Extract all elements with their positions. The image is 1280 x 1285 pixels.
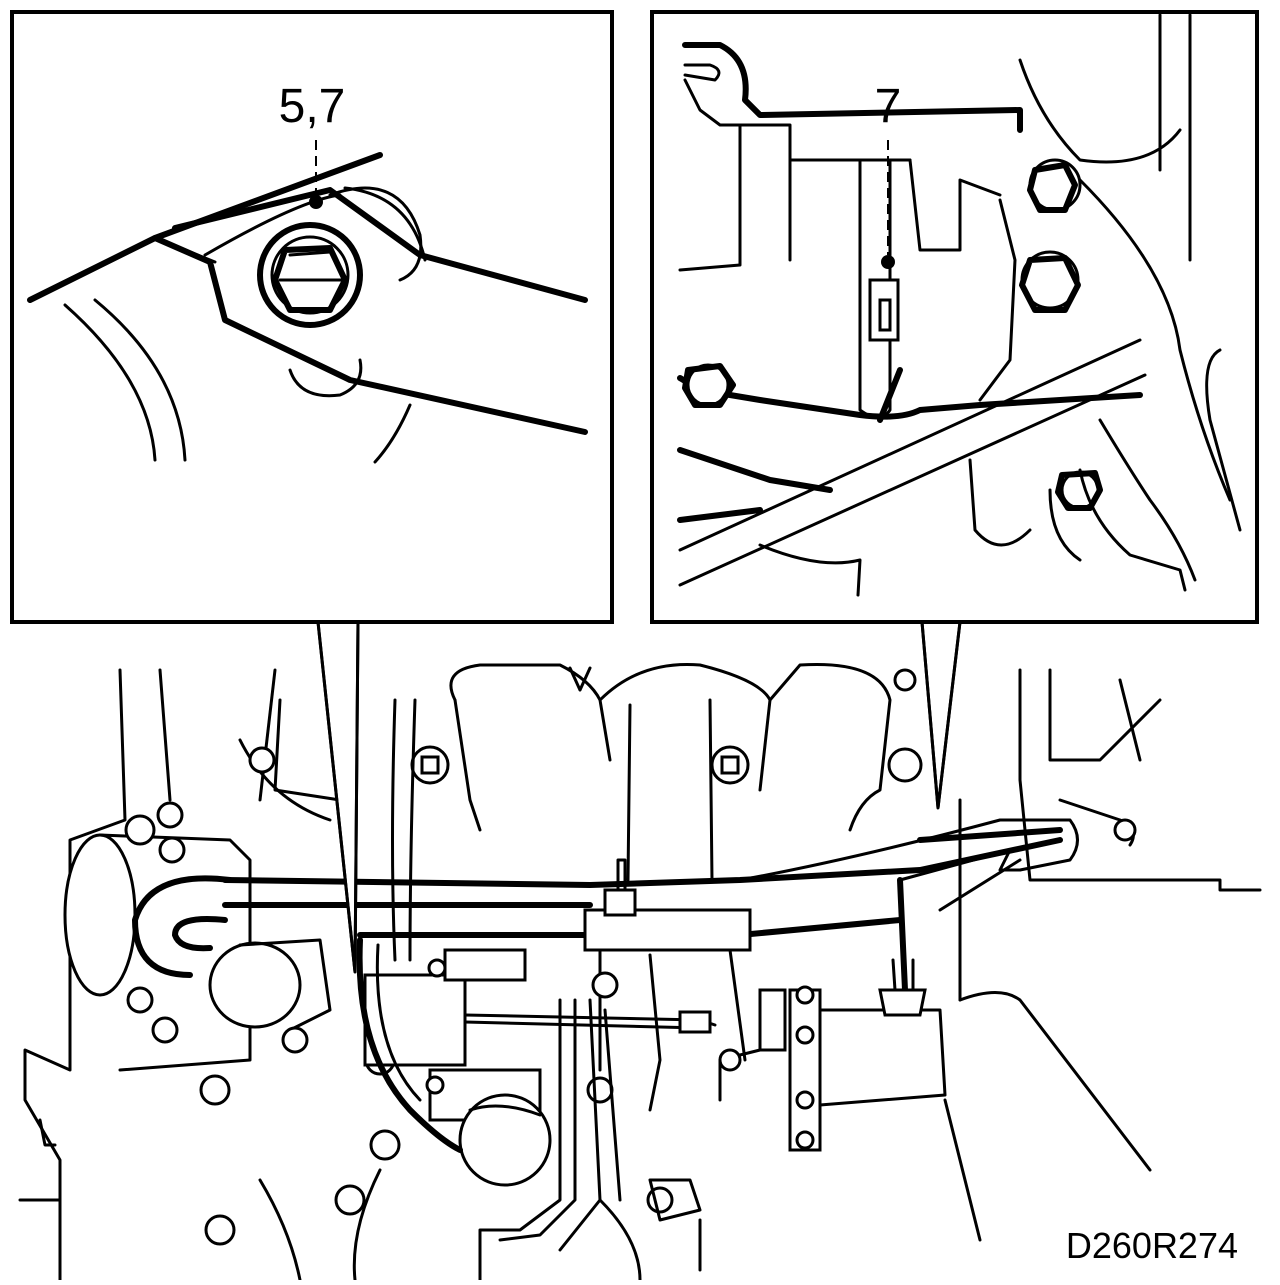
right-callout-label: 7 — [875, 80, 902, 133]
figure-code: D260R274 — [1066, 1225, 1238, 1266]
left-callout-label: 5,7 — [279, 80, 346, 133]
right-detail-frame: 7 — [650, 10, 1259, 624]
main-engine-view — [18, 662, 1262, 1282]
left-detail-frame: 5,7 — [10, 10, 614, 624]
